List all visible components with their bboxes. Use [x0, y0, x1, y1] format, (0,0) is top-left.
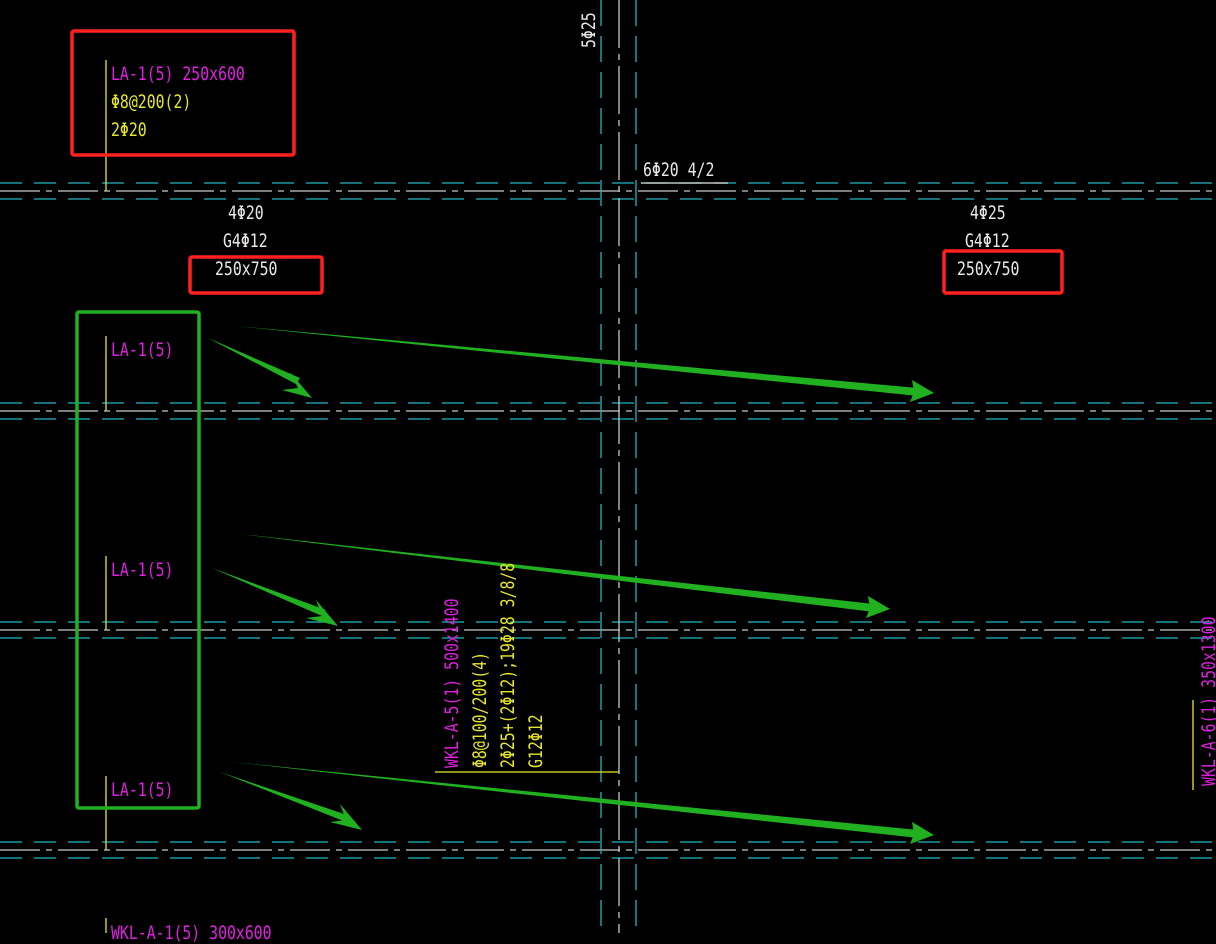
top-beam-top-bars: 2Φ20: [111, 119, 147, 141]
red-box-top-beam: [70, 29, 296, 157]
wkl-a5-side-text: G12Φ12: [525, 714, 547, 768]
arrow-short-3: [220, 772, 362, 830]
top-beam-name: LA-1(5) 250x600: [111, 63, 245, 85]
right-span-section: 250x750: [957, 258, 1020, 280]
column-top-label: 5Φ25: [578, 2, 600, 48]
wkl-a6-label-text: WKL-A-6(1) 350x1300: [1198, 616, 1216, 786]
wkl-a5-side: G12Φ12: [525, 699, 547, 768]
leader-lines: [105, 60, 1194, 933]
wkl-a5-name: WKL-A-5(1) 500x1400: [441, 551, 463, 768]
beam-row-3: [0, 621, 1216, 639]
green-highlight-box: [75, 310, 201, 810]
beam-lines: [0, 182, 1216, 859]
red-highlight-boxes: [70, 29, 1064, 295]
beam-row-4: [0, 841, 1216, 859]
wkl-a5-bars-text: 2Φ25+(2Φ12);19Φ28 3/8/8: [497, 562, 519, 768]
wkl-a5-stirrup: Φ8@100/200(4): [469, 619, 491, 768]
arrow-short-1: [208, 338, 312, 398]
arrow-long-1: [236, 326, 934, 402]
arrow-long-2: [240, 534, 890, 618]
red-box-right-section: [942, 249, 1064, 295]
wkl-a5-name-text: WKL-A-5(1) 500x1400: [441, 598, 463, 768]
arrow-long-3: [232, 762, 934, 844]
green-arrows: [208, 326, 934, 844]
wkl-a5-stirrup-text: Φ8@100/200(4): [469, 651, 491, 768]
column-top-label-text: 5Φ25: [578, 12, 600, 48]
beam-label-row-2: LA-1(5): [111, 339, 174, 361]
vertical-beam-lines: [600, 0, 637, 933]
bottom-beam-label: WKL-A-1(5) 300x600: [111, 922, 272, 944]
wkl-a5-bars: 2Φ25+(2Φ12);19Φ28 3/8/8: [497, 505, 519, 768]
red-box-left-section: [188, 255, 324, 295]
arrow-short-2: [212, 568, 338, 626]
span-bar-label: 6Φ20 4/2: [643, 159, 715, 181]
beam-row-1: [0, 182, 1216, 200]
left-span-section: 250x750: [215, 258, 278, 280]
right-span-side-bars: G4Φ12: [965, 230, 1010, 252]
beam-label-row-4: LA-1(5): [111, 779, 174, 801]
wkl-a6-label: WKL-A-6(1) 350x1300: [1198, 569, 1216, 786]
top-beam-stirrup: Φ8@200(2): [111, 91, 192, 113]
beam-row-2: [0, 402, 1216, 420]
left-span-bottom-bars: 4Φ20: [228, 202, 264, 224]
right-span-bottom-bars: 4Φ25: [970, 202, 1006, 224]
beam-label-row-3: LA-1(5): [111, 559, 174, 581]
left-span-side-bars: G4Φ12: [223, 230, 268, 252]
